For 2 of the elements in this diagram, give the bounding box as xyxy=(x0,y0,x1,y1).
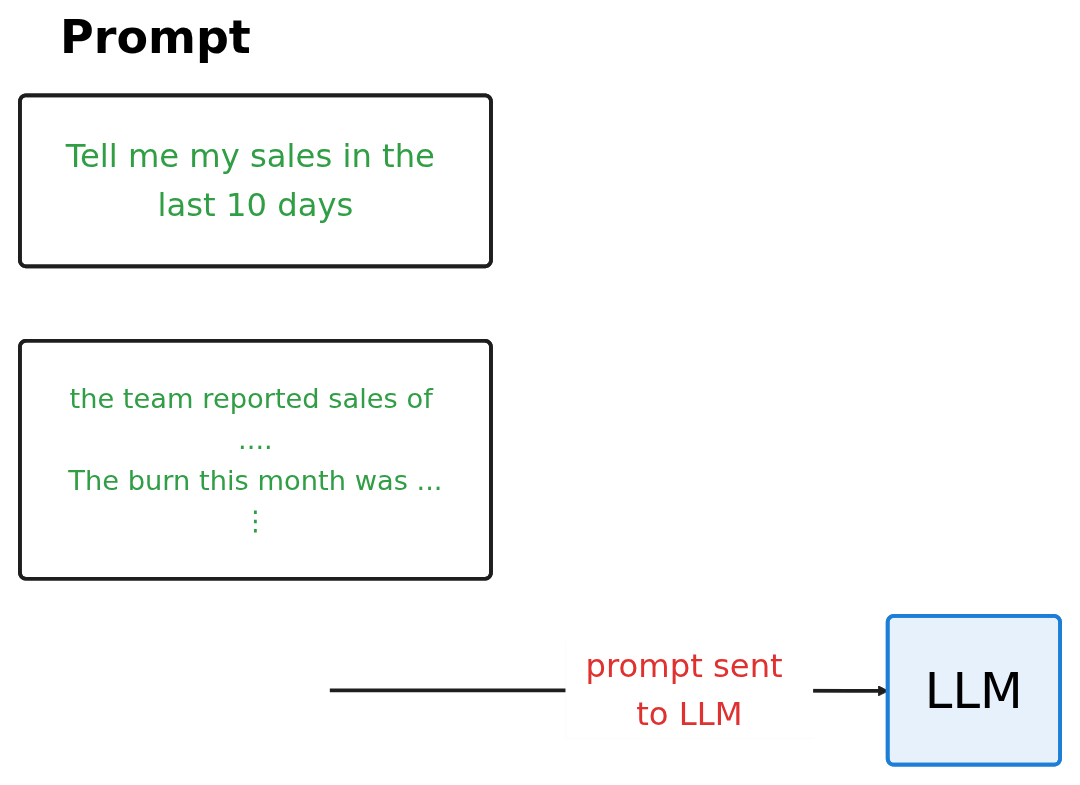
heading: Prompt xyxy=(60,10,251,64)
edge-label: prompt sent to LLM xyxy=(585,646,783,733)
